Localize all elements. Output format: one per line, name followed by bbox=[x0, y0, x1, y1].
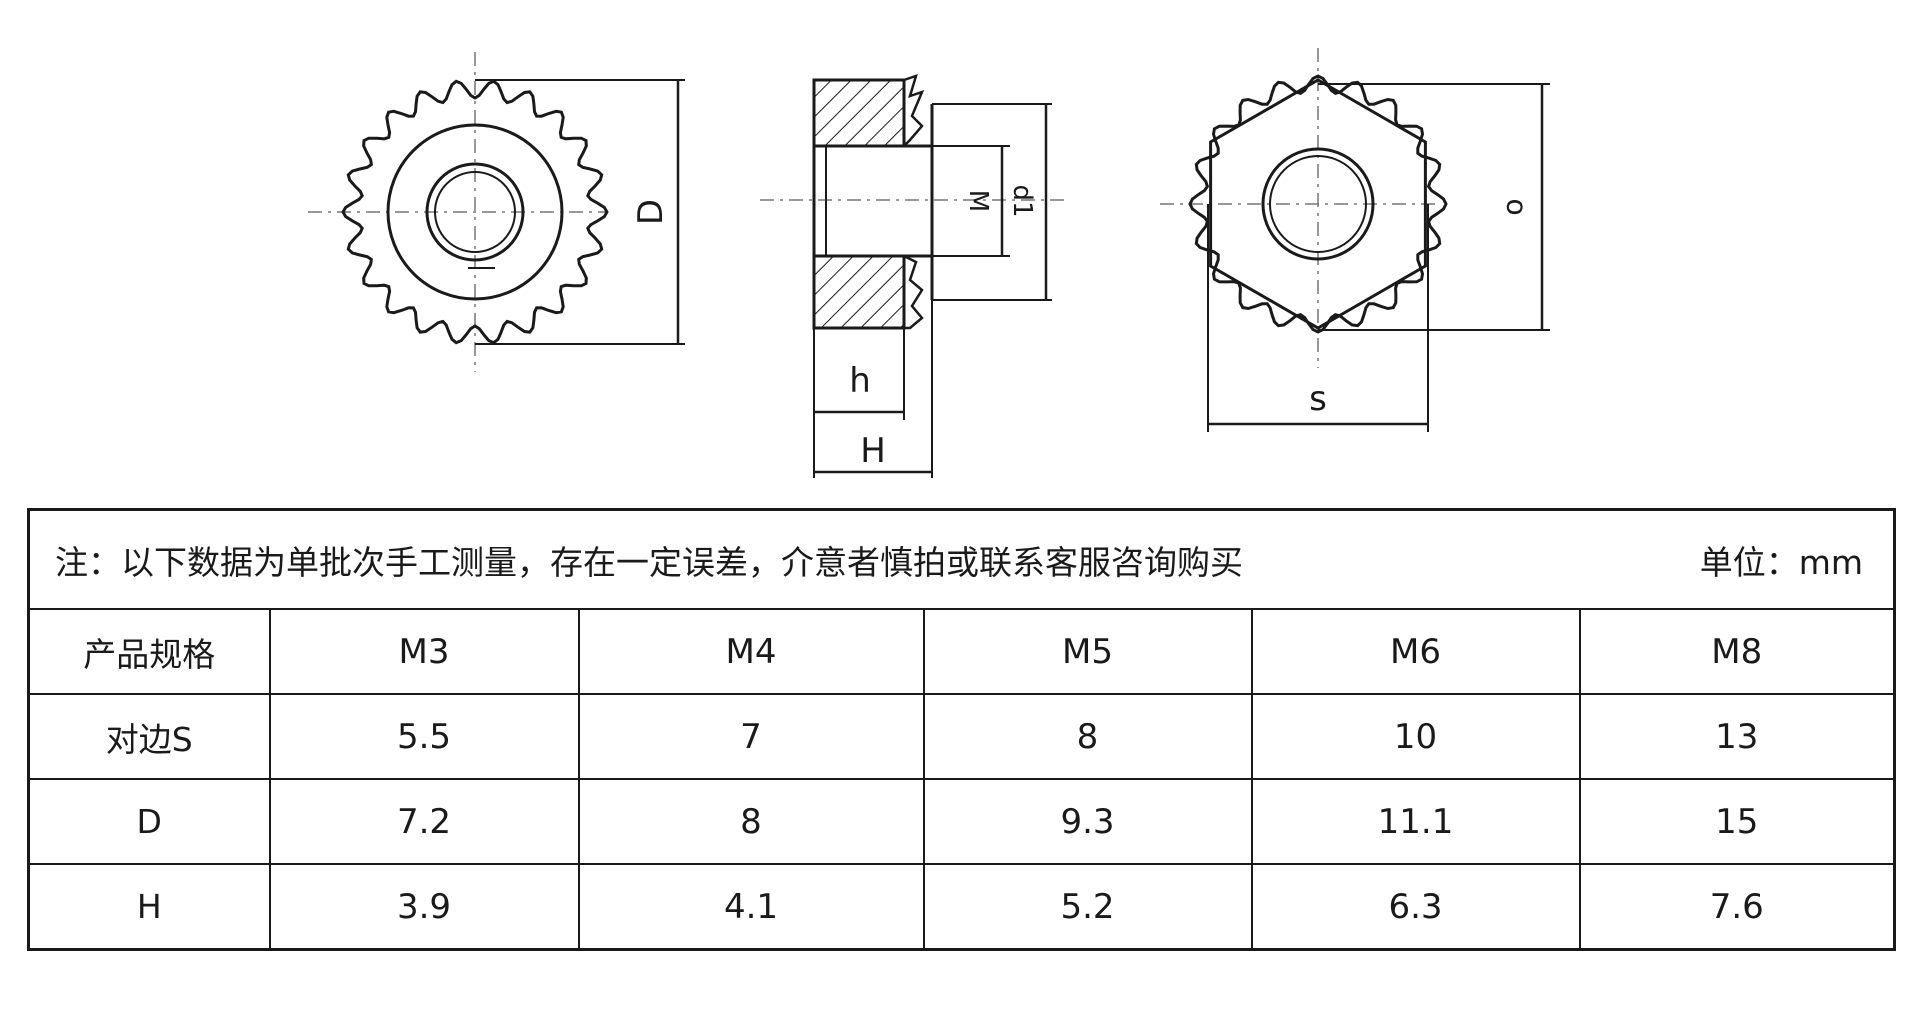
section-hatch-upper bbox=[812, 78, 906, 148]
table-cell: 8 bbox=[922, 693, 1253, 780]
table-header-row: 产品规格 M3 M4 M5 M6 M8 bbox=[27, 608, 1896, 695]
table-cell: 7.2 bbox=[268, 778, 580, 865]
back-view-hex-nut: o s bbox=[1160, 48, 1550, 432]
note-cell: 注：以下数据为单批次手工测量，存在一定误差，介意者慎拍或联系客服咨询购买 单位：… bbox=[27, 508, 1896, 610]
row-label-h: H bbox=[27, 863, 271, 951]
table-cell: 6.3 bbox=[1250, 863, 1581, 951]
label-M: M bbox=[963, 190, 993, 212]
size-m5: M5 bbox=[922, 608, 1253, 695]
table-cell: 5.2 bbox=[922, 863, 1253, 951]
front-view-serrated-nut: D bbox=[308, 52, 685, 372]
hex-outline bbox=[1209, 78, 1427, 330]
size-m8: M8 bbox=[1578, 608, 1896, 695]
measurement-note: 注：以下数据为单批次手工测量，存在一定误差，介意者慎拍或联系客服咨询购买 bbox=[55, 542, 1243, 582]
table-cell: 15 bbox=[1578, 778, 1896, 865]
side-section-view: M d1 h H bbox=[760, 74, 1070, 478]
table-cell: 8 bbox=[577, 778, 925, 865]
size-m4: M4 bbox=[577, 608, 925, 695]
bore-circle bbox=[425, 162, 525, 262]
table-row-h: H 3.9 4.1 5.2 6.3 7.6 bbox=[27, 863, 1896, 951]
table-cell: 3.9 bbox=[268, 863, 580, 951]
table-cell: 13 bbox=[1578, 693, 1896, 780]
thread-circle bbox=[434, 171, 516, 253]
thread-circle bbox=[1269, 155, 1367, 253]
table-cell: 11.1 bbox=[1250, 778, 1581, 865]
row-label-d: D bbox=[27, 778, 271, 865]
table-row-d: D 7.2 8 9.3 11.1 15 bbox=[27, 778, 1896, 865]
size-m6: M6 bbox=[1250, 608, 1581, 695]
label-s: s bbox=[1309, 379, 1327, 419]
table-cell: 10 bbox=[1250, 693, 1581, 780]
label-h: h bbox=[849, 361, 871, 401]
label-D: D bbox=[631, 199, 671, 225]
label-H: H bbox=[860, 431, 886, 471]
row-label-spec: 产品规格 bbox=[27, 608, 271, 695]
note-row: 注：以下数据为单批次手工测量，存在一定误差，介意者慎拍或联系客服咨询购买 单位：… bbox=[27, 508, 1896, 610]
table-cell: 7 bbox=[577, 693, 925, 780]
table-row-s: 对边S 5.5 7 8 10 13 bbox=[27, 693, 1896, 780]
table-cell: 7.6 bbox=[1578, 863, 1896, 951]
flange-circle bbox=[386, 123, 564, 301]
table-cell: 9.3 bbox=[922, 778, 1253, 865]
label-circle-dim: o bbox=[1496, 198, 1529, 215]
section-hatch-lower bbox=[812, 254, 906, 330]
table-cell: 5.5 bbox=[268, 693, 580, 780]
unit-label: 单位：mm bbox=[1699, 542, 1864, 582]
row-label-s: 对边S bbox=[27, 693, 271, 780]
size-m3: M3 bbox=[268, 608, 580, 695]
bore-circle bbox=[1261, 147, 1375, 261]
serrated-outer-edge bbox=[1188, 74, 1448, 334]
spec-table: 注：以下数据为单批次手工测量，存在一定误差，介意者慎拍或联系客服咨询购买 单位：… bbox=[27, 508, 1897, 951]
label-d1: d1 bbox=[1007, 184, 1037, 217]
technical-drawing: D M d1 h H bbox=[308, 48, 1550, 478]
table-cell: 4.1 bbox=[577, 863, 925, 951]
serrated-outer-edge bbox=[341, 79, 609, 345]
